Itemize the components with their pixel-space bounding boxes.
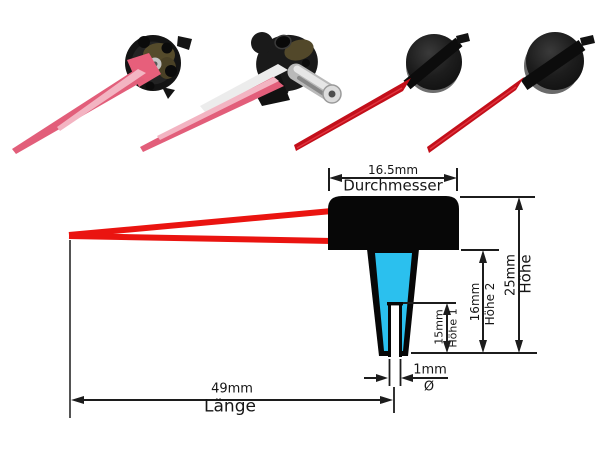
drawing-shaft-slot — [387, 302, 403, 357]
dim-height2-label: Höhe 2 — [483, 282, 497, 326]
technical-drawing — [68, 168, 537, 418]
red-needle-1 — [294, 78, 411, 151]
dim-height2-value: 16mm — [468, 282, 482, 322]
dim-diameter-value: 16.5mm — [367, 163, 419, 177]
chrome-shaft — [287, 63, 342, 104]
drawing-needle-blade — [68, 208, 333, 244]
dimension-lines — [69, 168, 537, 418]
dim-height1-label: Höhe 1 — [446, 308, 460, 348]
dim-diameter-label: Durchmesser — [343, 176, 443, 195]
dim-shaft-value: 1mm — [413, 362, 447, 378]
drawing-cap-body — [328, 196, 459, 250]
dim-length-value: 49mm — [211, 381, 253, 397]
photo-pointer-front-view-2 — [427, 32, 595, 153]
photo-pointer-front-view-1 — [294, 33, 470, 151]
dim-length-label: Länge — [204, 396, 256, 417]
dim-height-label: Höhe — [516, 254, 535, 294]
dim-shaft-symbol: Ø — [423, 379, 435, 395]
photo-pointer-rear-view — [12, 35, 192, 154]
pink-needle-2 — [140, 64, 288, 152]
dim-height1-value: 15mm — [432, 309, 446, 345]
photo-pointer-rear-angled-view — [140, 32, 342, 152]
red-needle-2 — [427, 77, 524, 153]
pink-needle-1 — [12, 53, 161, 154]
